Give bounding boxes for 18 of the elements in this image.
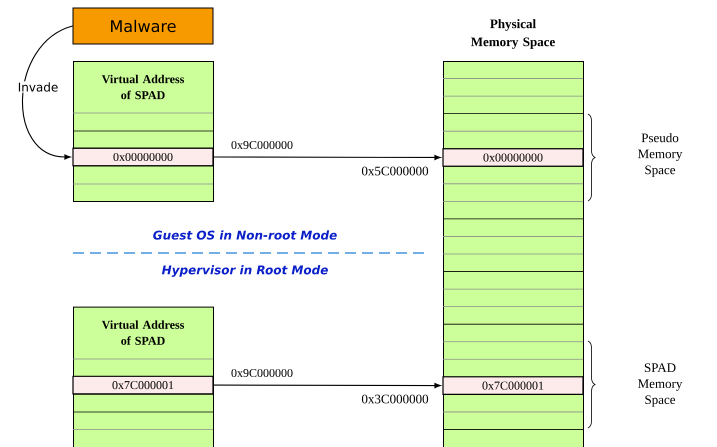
brace-label: Pseudo Memory Space	[638, 133, 682, 177]
edge-label: 0x9C000000	[230, 140, 294, 150]
region-label: Guest OS in Non-root Mode	[153, 230, 337, 240]
offset-label: 0x5C000000	[362, 166, 428, 176]
node-label: Physical Memory Space	[470, 19, 555, 49]
table-row: 0x7C000001	[442, 376, 584, 395]
offset-label: 0x3C000000	[362, 394, 428, 404]
table-row: 0x00000000	[72, 148, 214, 166]
arrow	[22, 26, 73, 160]
arrow	[214, 383, 441, 388]
edge-label: 0x9C000000	[230, 368, 294, 378]
table-row: 0x00000000	[442, 148, 584, 167]
table-row: 0x7C000001	[72, 376, 214, 394]
region-label: Hypervisor in Root Mode	[162, 265, 328, 277]
arrow	[214, 154, 441, 160]
brace-label: SPAD Memory Space	[638, 363, 682, 407]
process-box: Malware	[72, 8, 214, 44]
edge-label: Invade	[16, 81, 60, 93]
